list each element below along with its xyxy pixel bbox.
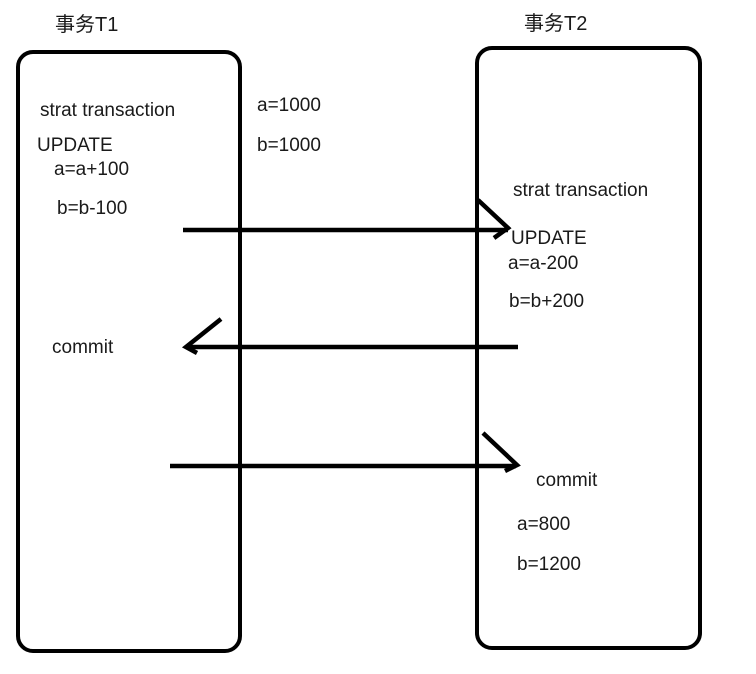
transaction-t1-title: 事务T1 — [55, 14, 119, 36]
t1-update-a-label: a=a+100 — [54, 159, 130, 180]
t2-update-a-label: a=a-200 — [508, 253, 579, 274]
t1-update-label: UPDATE — [37, 135, 113, 156]
t2-commit-label: commit — [536, 470, 598, 491]
transaction-t2-title: 事务T2 — [524, 13, 588, 35]
transaction-t1-box — [16, 50, 242, 653]
t2-update-label: UPDATE — [511, 228, 587, 249]
t2-result-b-label: b=1200 — [517, 554, 581, 575]
t2-update-b-label: b=b+200 — [509, 291, 585, 312]
t1-commit-label: commit — [52, 337, 114, 358]
t2-start-transaction-label: strat transaction — [513, 180, 649, 201]
t1-start-transaction-label: strat transaction — [40, 100, 176, 121]
initial-a-value-label: a=1000 — [257, 95, 321, 116]
initial-b-value-label: b=1000 — [257, 135, 321, 156]
t2-result-a-label: a=800 — [517, 514, 571, 535]
t1-update-b-label: b=b-100 — [57, 198, 128, 219]
transaction-t2-box — [475, 46, 702, 650]
